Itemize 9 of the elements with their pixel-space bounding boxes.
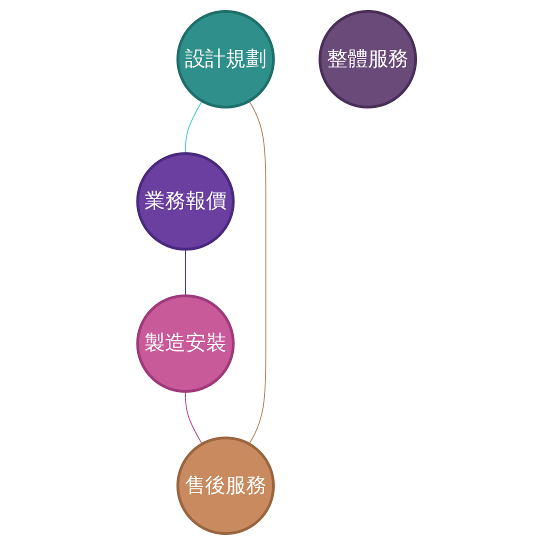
node-circle: 整體服務 xyxy=(318,10,417,109)
connector xyxy=(184,390,202,445)
node-circle: 設計規劃 xyxy=(176,10,275,109)
node-circle: 製造安裝 xyxy=(136,294,235,393)
connector xyxy=(184,100,202,154)
node-circle: 售後服務 xyxy=(176,436,275,535)
node-circle: 業務報價 xyxy=(136,152,235,251)
connector xyxy=(184,248,186,296)
connector xyxy=(248,100,266,445)
